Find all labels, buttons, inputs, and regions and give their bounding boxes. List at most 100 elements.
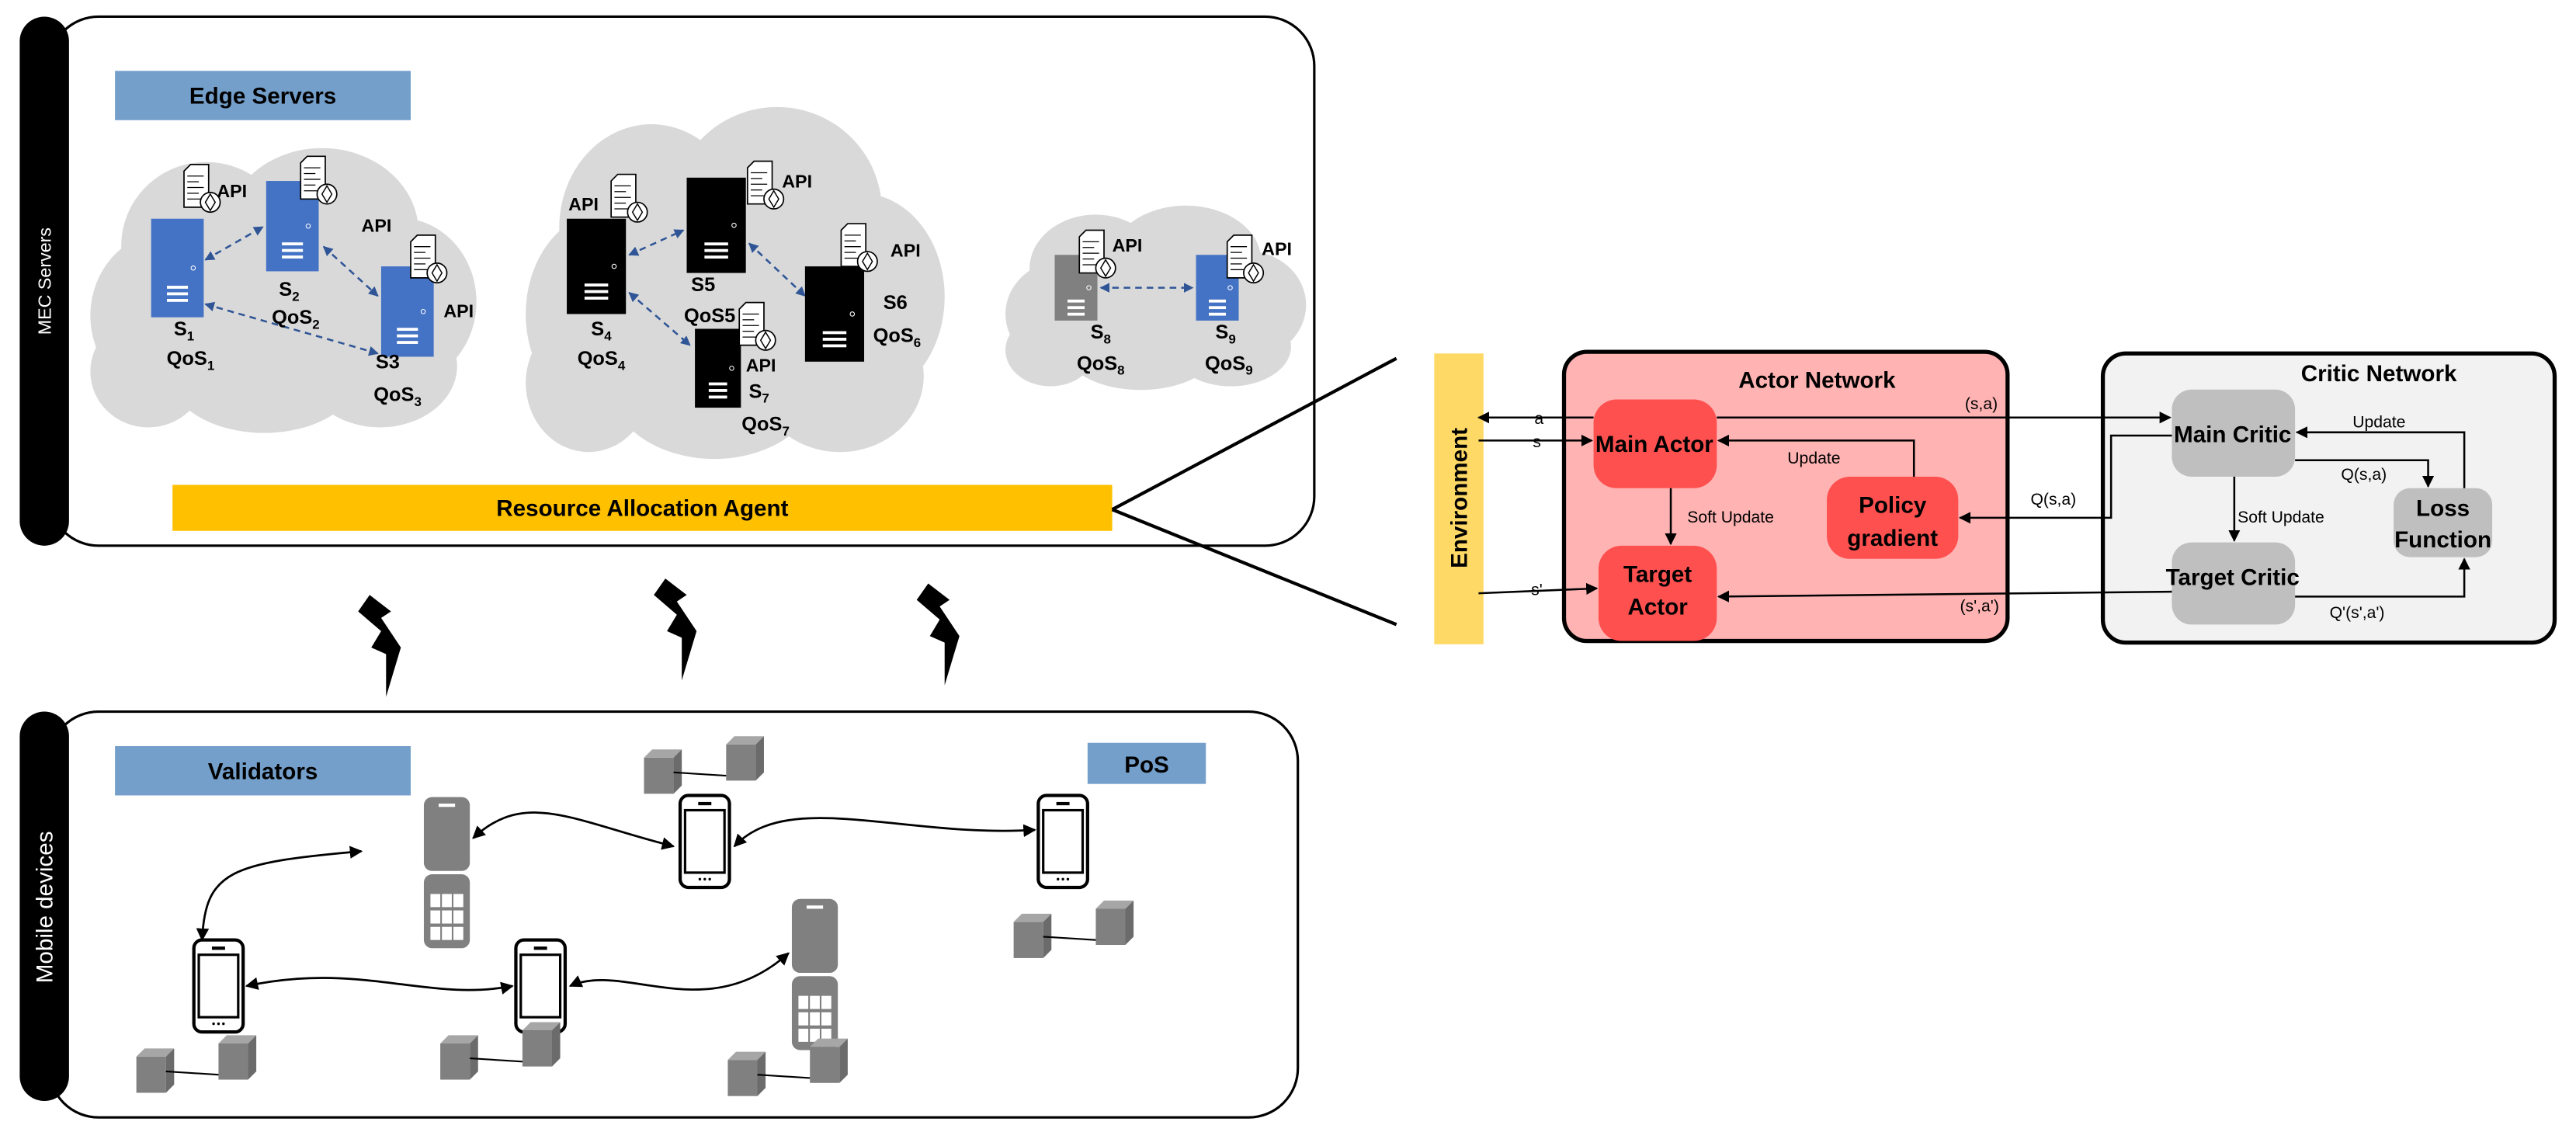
loss-update-arrow bbox=[2295, 426, 2466, 488]
wireless-link-icon bbox=[654, 578, 697, 681]
server-icon bbox=[804, 266, 865, 362]
smart-contract-icon bbox=[1078, 229, 1116, 279]
server-link bbox=[628, 229, 685, 256]
policy-gradient-label-1: Policy bbox=[1859, 492, 1927, 518]
ethereum-icon bbox=[316, 183, 338, 205]
loss-function-label-1: Loss bbox=[2416, 496, 2470, 522]
server-qos: QoS7 bbox=[741, 414, 790, 439]
target-actor bbox=[1598, 545, 1717, 641]
p2p-link bbox=[568, 952, 790, 991]
api-label: API bbox=[362, 216, 392, 236]
server-slot bbox=[584, 297, 609, 300]
environment-bar bbox=[1434, 353, 1484, 644]
signal-q-sa-critic: Q(s,a) bbox=[2341, 466, 2387, 484]
server-link bbox=[322, 245, 379, 297]
ethereum-icon bbox=[1243, 262, 1265, 284]
server-slot bbox=[708, 382, 727, 386]
server-led bbox=[305, 223, 311, 229]
smart-contract-icon bbox=[410, 234, 448, 284]
mobile-side-label: Mobile devices bbox=[33, 831, 58, 983]
api-label: API bbox=[890, 240, 921, 260]
flip-phone-icon bbox=[791, 898, 838, 1050]
blockchain-blocks-icon bbox=[440, 1022, 561, 1080]
actor-network-title: Actor Network bbox=[1738, 368, 1896, 394]
policy-gradient-label-2: gradient bbox=[1847, 526, 1938, 551]
server-slot bbox=[166, 292, 189, 296]
server-slot bbox=[584, 283, 609, 286]
server-qos: QoS9 bbox=[1205, 352, 1253, 377]
target-critic bbox=[2172, 542, 2296, 625]
blockchain-blocks-icon bbox=[1013, 900, 1134, 958]
server-qos: QoS1 bbox=[167, 348, 215, 373]
server-icon bbox=[151, 218, 204, 318]
server-slot bbox=[282, 255, 304, 259]
server-slot bbox=[282, 248, 304, 252]
wireless-link-icon bbox=[358, 595, 401, 697]
api-label: API bbox=[1262, 238, 1292, 259]
server-qos: QoS3 bbox=[373, 384, 422, 409]
environment-label: Environment bbox=[1447, 428, 1473, 568]
server-slot bbox=[1209, 306, 1227, 310]
policy-update-arrow bbox=[1717, 434, 1915, 477]
smart-contract-icon bbox=[738, 301, 776, 351]
server-slot bbox=[822, 338, 847, 341]
smartphone-icon bbox=[192, 938, 245, 1034]
server-slot bbox=[584, 290, 609, 293]
zoom-line-top bbox=[1111, 356, 1397, 512]
api-label: API bbox=[443, 301, 474, 321]
q-to-policy-arrow bbox=[1958, 434, 2172, 524]
main-actor-label: Main Actor bbox=[1595, 432, 1713, 457]
target-q-to-loss-arrow bbox=[2295, 557, 2470, 598]
server-slot bbox=[704, 255, 728, 259]
mec-servers-panel: MEC Servers Edge Servers APIS1QoS1APIS2Q… bbox=[19, 15, 1397, 627]
signal-s-prime: s' bbox=[1531, 581, 1543, 599]
policy-gradient bbox=[1827, 476, 1959, 559]
api-label: API bbox=[217, 181, 247, 201]
smart-contract-icon bbox=[746, 160, 785, 210]
server-icon bbox=[695, 328, 741, 408]
ethereum-icon bbox=[627, 201, 648, 223]
ethereum-icon bbox=[200, 192, 221, 214]
resource-allocation-agent bbox=[172, 484, 1113, 531]
critic-update-label: Update bbox=[2352, 413, 2405, 431]
server-slot bbox=[822, 331, 847, 335]
smart-contract-icon bbox=[610, 173, 648, 223]
main-actor bbox=[1593, 399, 1717, 488]
signal-sa: (s,a) bbox=[1965, 395, 1998, 413]
edge-servers-label: Edge Servers bbox=[189, 84, 336, 109]
ethereum-icon bbox=[763, 188, 785, 210]
blockchain-blocks-icon bbox=[136, 1035, 257, 1093]
server-slot bbox=[282, 242, 304, 245]
server-icon bbox=[686, 177, 746, 273]
server-qos: QoS5 bbox=[684, 305, 735, 327]
smartphone-icon bbox=[514, 938, 568, 1034]
server-slot bbox=[1209, 312, 1227, 316]
blockchain-blocks-icon bbox=[644, 736, 764, 794]
server-link bbox=[748, 242, 806, 297]
ethereum-icon bbox=[1095, 257, 1116, 279]
resource-allocation-agent-label: Resource Allocation Agent bbox=[496, 496, 788, 522]
ethereum-icon bbox=[755, 329, 776, 351]
edge-servers-header bbox=[115, 71, 411, 120]
server-name: S3 bbox=[376, 351, 400, 373]
ethereum-icon bbox=[426, 262, 448, 284]
main-critic bbox=[2172, 389, 2296, 477]
server-name: S5 bbox=[691, 274, 715, 296]
server-qos: QoS2 bbox=[272, 307, 320, 332]
api-label: API bbox=[1113, 235, 1143, 255]
smart-contract-icon bbox=[1226, 234, 1265, 284]
main-critic-label: Main Critic bbox=[2174, 422, 2291, 448]
server-led bbox=[611, 263, 617, 269]
p2p-link bbox=[245, 977, 514, 995]
server-led bbox=[1227, 285, 1233, 290]
flip-phone-icon bbox=[423, 797, 470, 949]
server-icon bbox=[567, 218, 627, 314]
mec-side-label: MEC Servers bbox=[35, 227, 55, 335]
blockchain-blocks-icon bbox=[727, 1038, 848, 1096]
server-slot bbox=[1209, 299, 1227, 303]
